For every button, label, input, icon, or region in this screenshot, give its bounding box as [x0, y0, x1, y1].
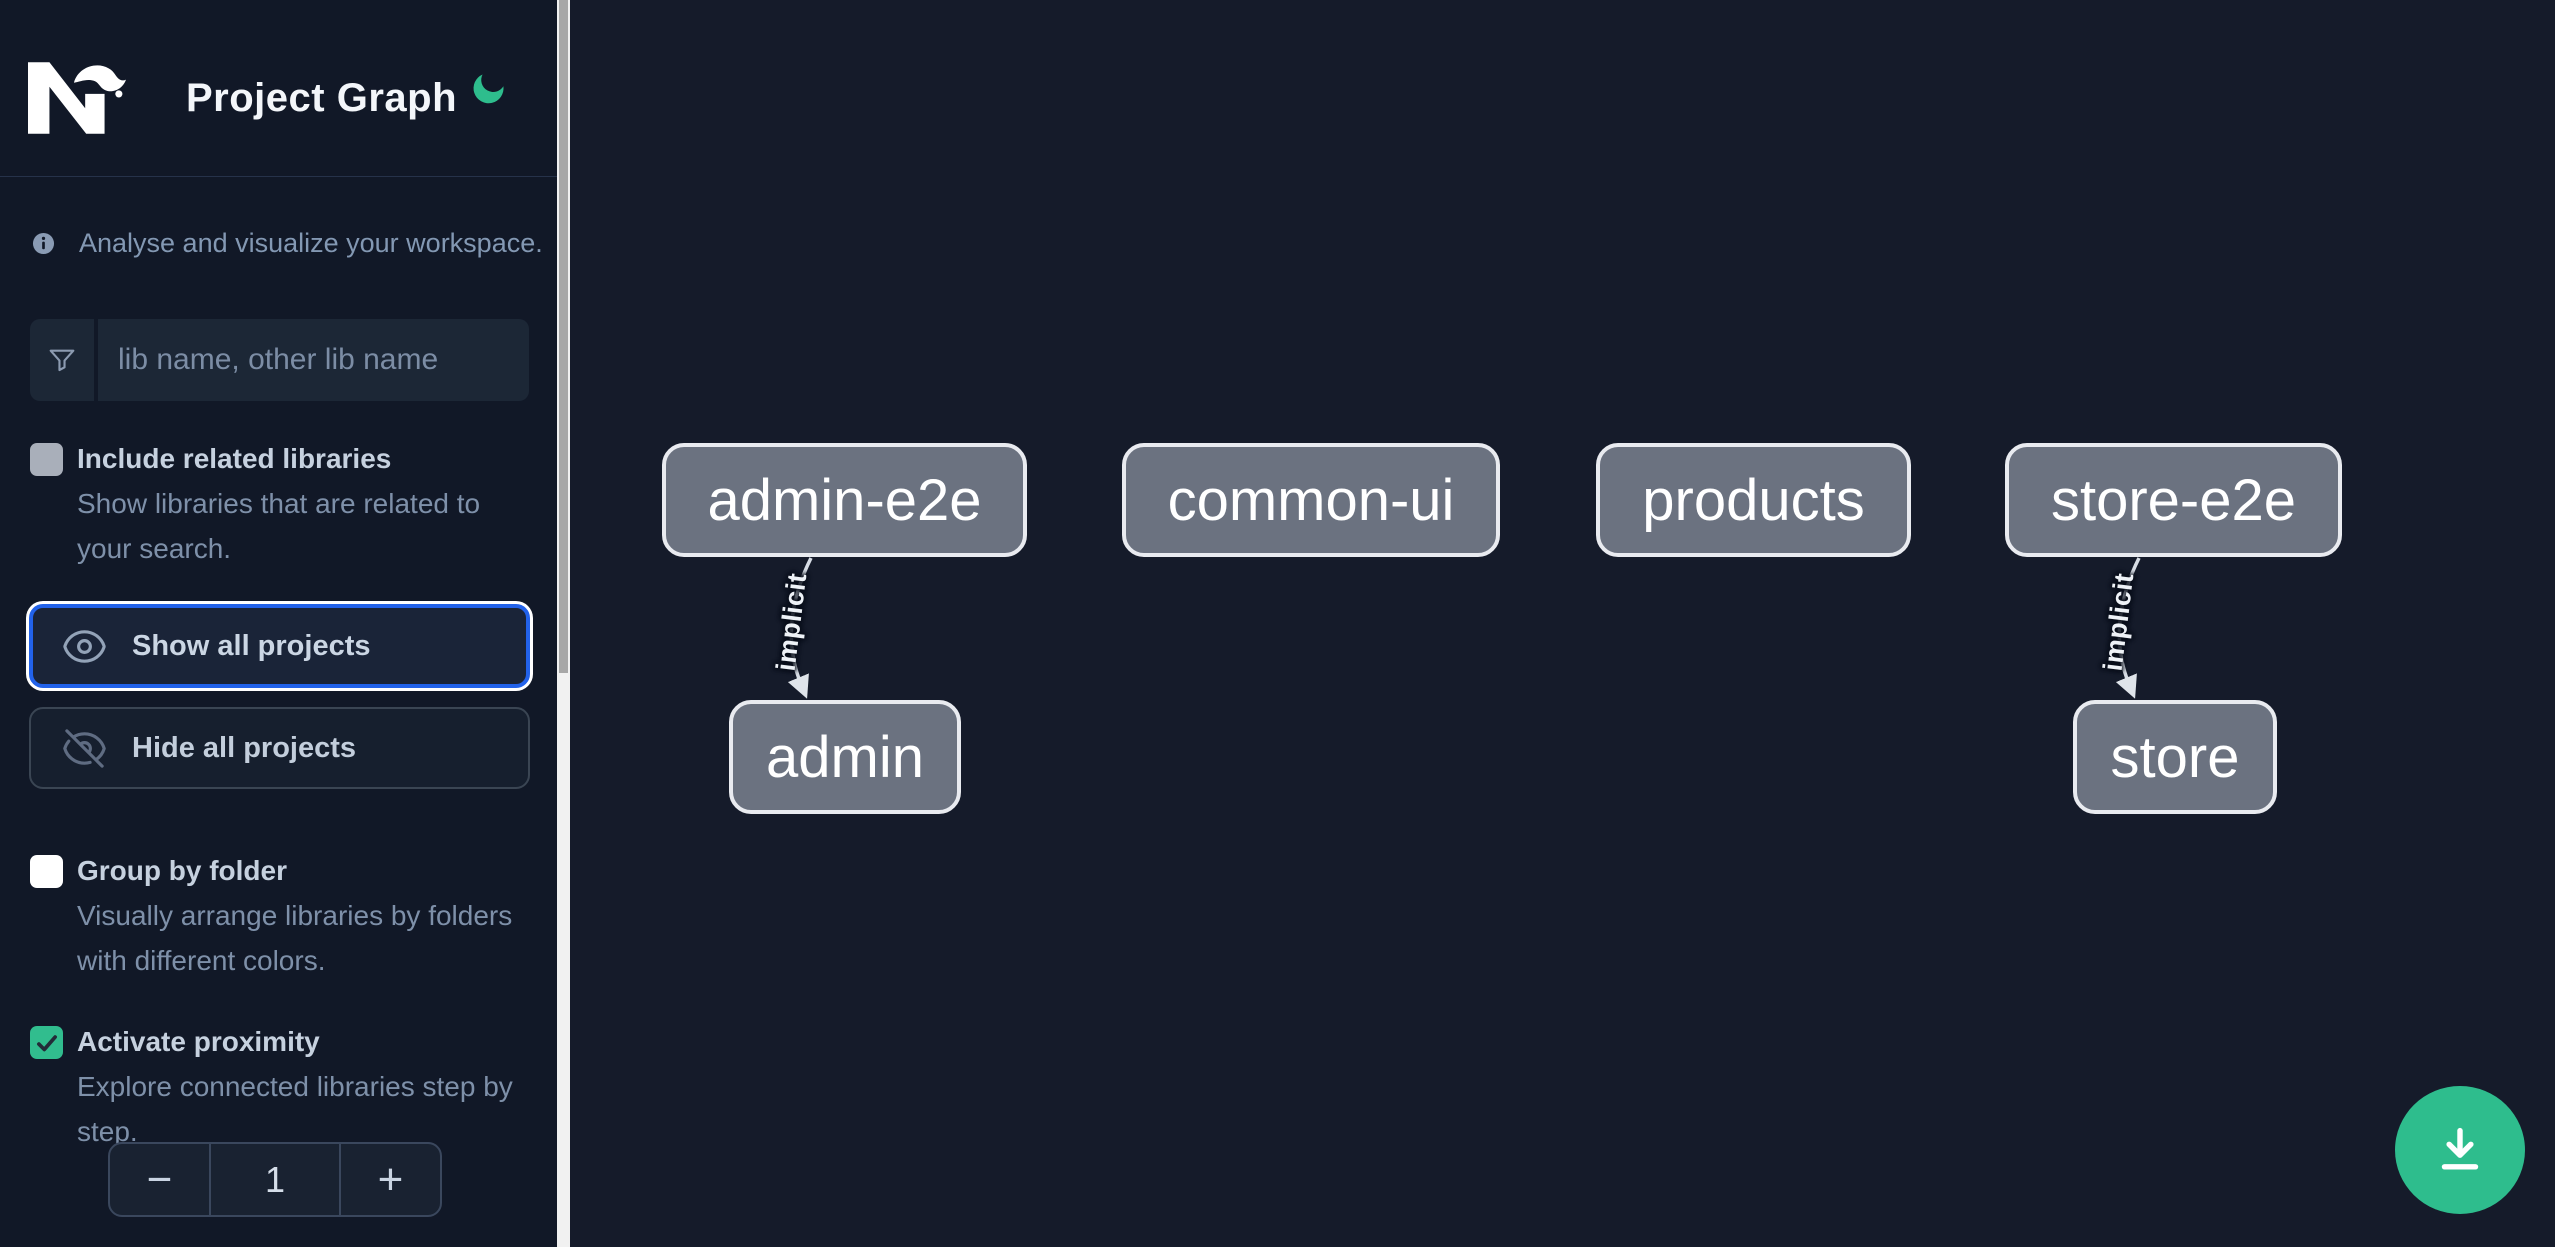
- intro-text: Analyse and visualize your workspace.: [79, 228, 543, 258]
- eye-icon: [63, 629, 106, 663]
- info-icon: [32, 232, 55, 255]
- filter-input[interactable]: [98, 319, 529, 401]
- sidebar-header: Project Graph: [0, 0, 557, 177]
- sidebar: Project Graph Analyse and visualize your…: [0, 0, 557, 1247]
- sidebar-scrollbar-thumb[interactable]: [559, 0, 568, 673]
- filter-box: [30, 319, 529, 401]
- show-all-projects-button[interactable]: Show all projects: [29, 604, 530, 688]
- activate-proximity-checkbox[interactable]: [30, 1026, 63, 1059]
- intro-note: Analyse and visualize your workspace.: [32, 228, 543, 259]
- edge-store-e2e-store: [2115, 557, 2141, 699]
- check-icon: [36, 1034, 57, 1051]
- hide-all-projects-button[interactable]: Hide all projects: [29, 707, 530, 789]
- proximity-depth-value[interactable]: 1: [209, 1144, 341, 1215]
- sidebar-scrollbar-track[interactable]: [557, 0, 570, 1247]
- option-description: Visually arrange libraries by folders wi…: [77, 900, 513, 976]
- increment-button[interactable]: +: [341, 1144, 440, 1215]
- nx-logo-icon: [28, 62, 126, 134]
- moon-icon: [473, 74, 504, 104]
- hide-all-label: Hide all projects: [132, 731, 357, 764]
- include-related-checkbox[interactable]: [30, 443, 63, 476]
- option-label: Include related libraries: [77, 443, 392, 474]
- graph-node-store[interactable]: store: [2073, 700, 2277, 814]
- option-label: Activate proximity: [77, 1026, 320, 1057]
- decrement-button[interactable]: −: [110, 1144, 209, 1215]
- graph-node-admin[interactable]: admin: [729, 700, 961, 814]
- funnel-icon: [49, 349, 75, 372]
- funnel-cell: [30, 319, 94, 401]
- option-include-related[interactable]: Include related libraries Show libraries…: [30, 441, 530, 571]
- page-title: Project Graph: [186, 76, 458, 120]
- eye-off-icon: [63, 728, 106, 768]
- proximity-stepper: − 1 +: [108, 1142, 442, 1217]
- option-group-by-folder[interactable]: Group by folder Visually arrange librari…: [30, 853, 530, 983]
- graph-node-products[interactable]: products: [1596, 443, 1911, 557]
- graph-canvas[interactable]: implicit implicit admin-e2e common-ui pr…: [570, 0, 2555, 1247]
- graph-node-store-e2e[interactable]: store-e2e: [2005, 443, 2342, 557]
- graph-edges: [787, 557, 2141, 699]
- edge-admin-e2e-admin: [787, 557, 813, 699]
- option-description: Show libraries that are related to your …: [77, 488, 481, 564]
- option-description: Explore connected libraries step by step…: [77, 1071, 513, 1147]
- option-label: Group by folder: [77, 855, 287, 886]
- graph-node-common-ui[interactable]: common-ui: [1122, 443, 1500, 557]
- option-activate-proximity[interactable]: Activate proximity Explore connected lib…: [30, 1024, 530, 1154]
- download-graph-button[interactable]: [2395, 1086, 2525, 1214]
- dark-mode-toggle[interactable]: [466, 70, 508, 112]
- group-by-folder-checkbox[interactable]: [30, 855, 63, 888]
- show-all-label: Show all projects: [132, 629, 371, 662]
- download-icon: [2441, 1127, 2479, 1170]
- graph-node-admin-e2e[interactable]: admin-e2e: [662, 443, 1027, 557]
